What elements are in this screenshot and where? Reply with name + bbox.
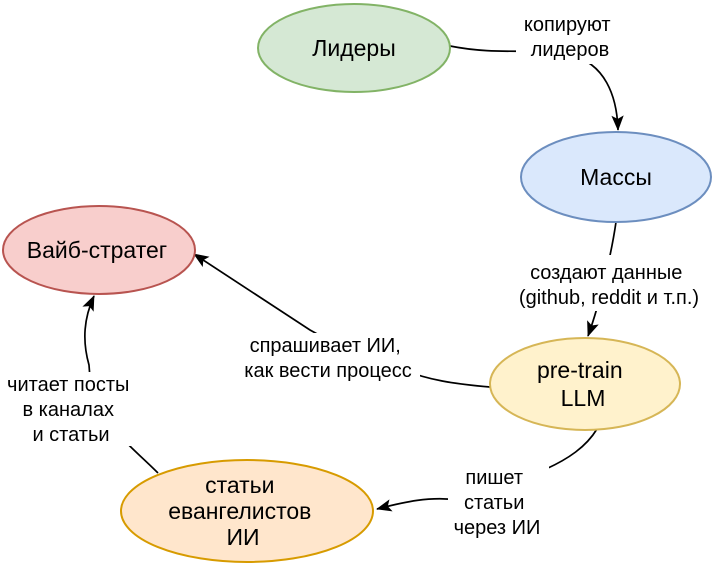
node-vibe-strategist-label: Вайб-стратег — [27, 237, 167, 263]
node-masses-ellipse[interactable] — [520, 131, 712, 223]
node-pretrain-llm-label: pre-train LLM — [537, 357, 629, 411]
node-evangelist-articles-label: статьи евангелистов ИИ — [168, 472, 318, 550]
node-group: Лидеры Массы Вайб-стратег pre-train LLM — [2, 3, 712, 563]
edge-labels: копируют лидеров создают данные (github,… — [0, 12, 712, 539]
node-evangelist-articles[interactable]: статьи евангелистов ИИ — [120, 459, 374, 563]
edge-label-ask-ai-bg — [237, 333, 420, 382]
node-leaders-label: Лидеры — [312, 35, 395, 61]
edge-label-copy-leaders-text: копируют лидеров — [524, 14, 616, 61]
node-leaders[interactable]: Лидеры — [257, 3, 451, 93]
edge-label-read-posts-bg — [0, 372, 142, 446]
node-vibe-strategist[interactable]: Вайб-стратег — [2, 205, 196, 295]
edge-label-ask-ai: спрашивает ИИ, как вести процесс — [237, 333, 420, 382]
node-pretrain-llm[interactable]: pre-train LLM — [489, 337, 681, 431]
edge-label-write-articles-text: пишет статьи через ИИ — [454, 467, 541, 539]
node-pretrain-llm-ellipse[interactable] — [489, 337, 681, 431]
edge-label-write-articles: пишет статьи через ИИ — [448, 465, 549, 539]
node-vibe-strategist-ellipse[interactable] — [2, 205, 196, 295]
edge-label-write-articles-bg — [448, 465, 549, 538]
edge-label-create-data-text: создают данные (github, reddit и т.п.) — [519, 262, 699, 309]
node-leaders-ellipse[interactable] — [257, 3, 451, 93]
edge-label-ask-ai-text: спрашивает ИИ, как вести процесс — [244, 335, 411, 382]
edge-label-copy-leaders: копируют лидеров — [516, 12, 626, 64]
node-masses[interactable]: Массы — [520, 131, 712, 223]
edge-label-read-posts-text: читает посты в каналах и статьи — [7, 374, 135, 446]
node-masses-label: Массы — [580, 164, 652, 190]
edge-label-read-posts: читает посты в каналах и статьи — [0, 372, 142, 446]
node-evangelist-articles-ellipse[interactable] — [120, 459, 374, 563]
edge-label-copy-leaders-bg — [516, 12, 626, 64]
edge-label-create-data: создают данные (github, reddit и т.п.) — [505, 255, 712, 311]
edge-label-create-data-bg — [505, 255, 712, 311]
